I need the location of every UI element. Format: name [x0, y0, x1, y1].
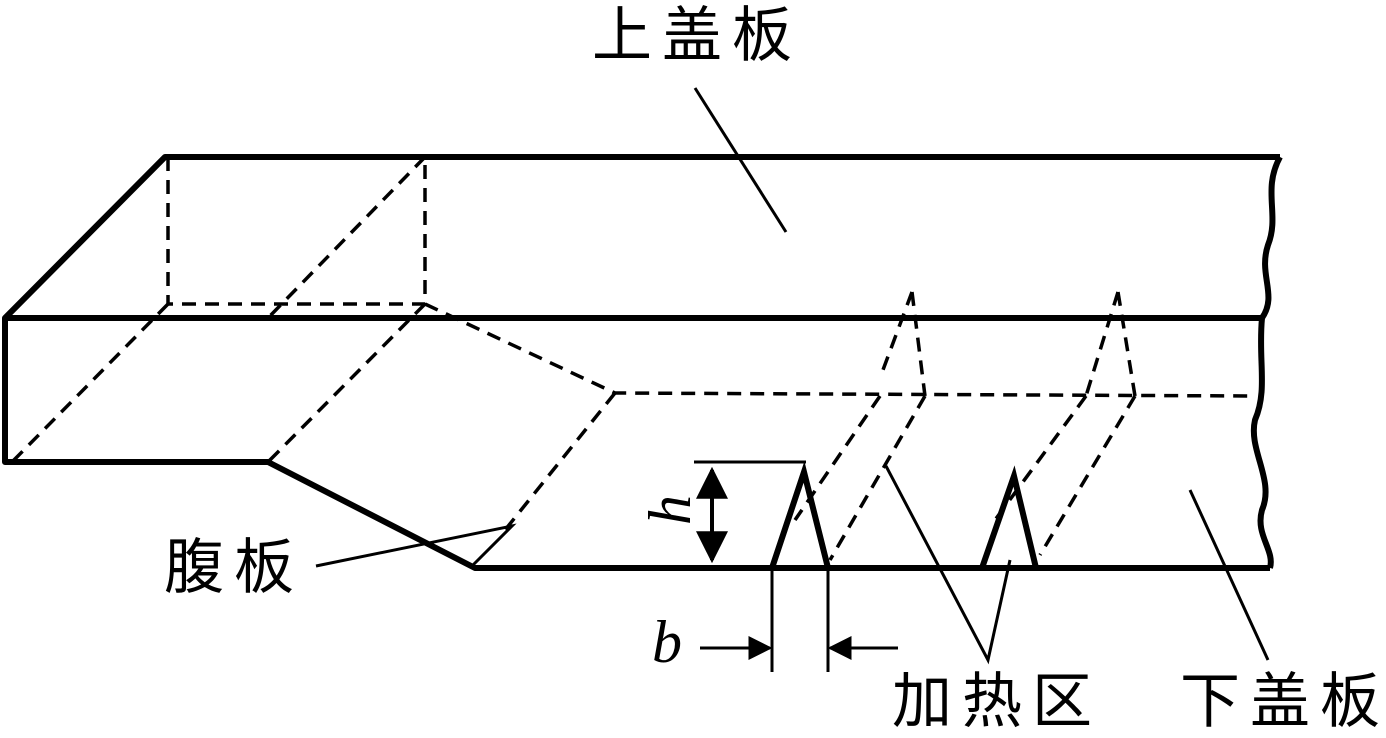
label-web-plate: 腹板 — [164, 533, 304, 603]
heating-upper-3 — [1084, 291, 1120, 397]
label-dim-h: h — [637, 495, 703, 525]
break-line-bottom — [1250, 317, 1274, 569]
heating-upper-4 — [1116, 291, 1137, 397]
hidden-edges — [10, 155, 1251, 561]
hidden-diag-1 — [266, 155, 427, 320]
heating-proj-3 — [993, 394, 1088, 522]
leader-top-plate — [693, 87, 788, 233]
leader-lines — [315, 87, 1270, 665]
hidden-top-rect — [166, 157, 427, 306]
dimension-h — [694, 460, 806, 564]
leader-web — [315, 523, 517, 570]
front-face-edge — [2, 318, 1270, 571]
hidden-web-diag — [503, 391, 617, 532]
leader-heating — [884, 465, 1012, 665]
heating-triangle-2 — [979, 465, 1039, 569]
leader-bottom-plate — [1188, 489, 1270, 661]
beam-outline — [2, 154, 1283, 571]
label-bottom-plate: 下盖板 — [1180, 667, 1386, 737]
dimension-b — [700, 568, 898, 672]
top-plate-edge — [2, 154, 1280, 321]
break-line-top — [1259, 155, 1283, 320]
heating-upper-2 — [910, 291, 927, 397]
heating-upper-1 — [878, 291, 914, 379]
heating-proj-2 — [828, 395, 927, 561]
label-dim-b: b — [652, 609, 682, 675]
label-heating-zone: 加热区 — [892, 667, 1102, 737]
heating-proj-1 — [793, 395, 882, 521]
hidden-diag-3 — [266, 302, 427, 464]
heating-proj-4 — [1038, 395, 1137, 556]
heating-triangles — [769, 461, 1039, 569]
label-top-plate: 上盖板 — [592, 1, 802, 71]
heating-triangle-1 — [769, 461, 831, 569]
hidden-diag-2 — [10, 302, 170, 464]
